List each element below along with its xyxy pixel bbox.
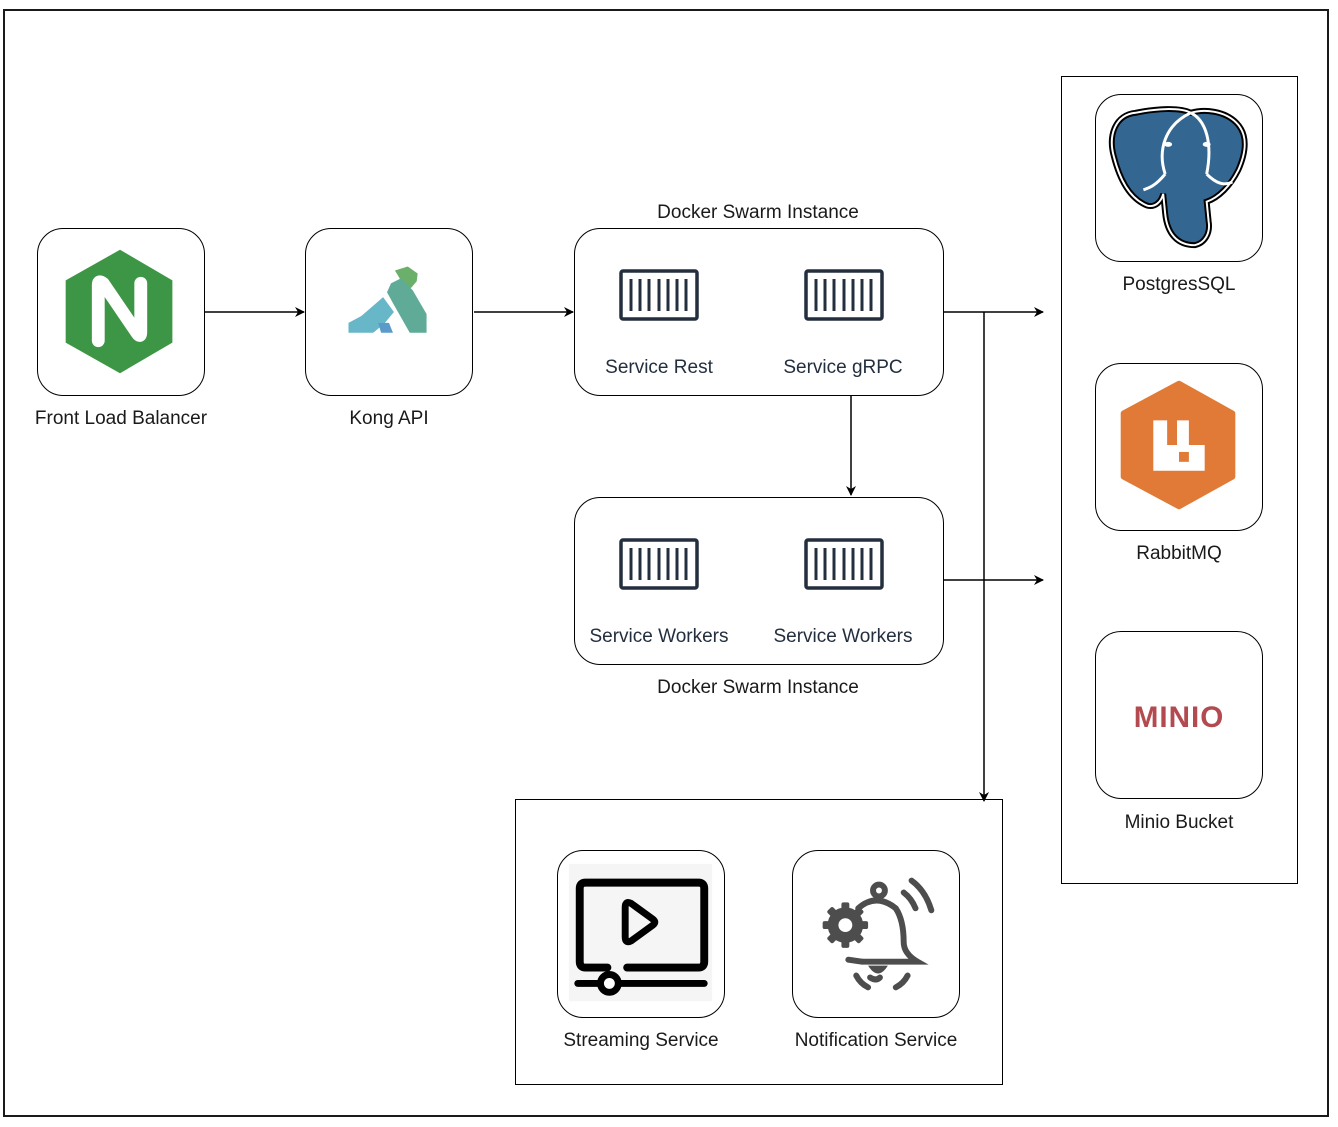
notification-label: Notification Service bbox=[794, 1030, 958, 1051]
minio-logo-text: MINIO bbox=[1134, 701, 1225, 734]
datastores-group bbox=[1061, 76, 1298, 884]
docker-swarm-bottom[interactable]: Service Workers Service Workers bbox=[574, 497, 944, 665]
notification-node[interactable] bbox=[792, 850, 960, 1018]
rabbitmq-label: RabbitMQ bbox=[1136, 543, 1222, 564]
postgres-elephant-logo-icon bbox=[1108, 106, 1248, 249]
container-icon bbox=[619, 269, 699, 321]
rabbitmq-logo-icon bbox=[1120, 380, 1236, 510]
bell-gear-icon bbox=[822, 877, 935, 991]
docker-swarm-top[interactable]: Service Rest Service gRPC bbox=[574, 228, 944, 396]
container-icon bbox=[619, 538, 699, 590]
service-rest-label: Service Rest bbox=[605, 357, 713, 378]
kong-label: Kong API bbox=[349, 408, 429, 429]
service-workers-label: Service Workers bbox=[589, 626, 729, 647]
kong-node[interactable] bbox=[305, 228, 473, 396]
postgres-node[interactable] bbox=[1095, 94, 1263, 262]
service-workers-label: Service Workers bbox=[773, 626, 913, 647]
minio-logo-icon: MINIO bbox=[1134, 701, 1225, 734]
swarm-top-title: Docker Swarm Instance bbox=[657, 202, 859, 223]
minio-label: Minio Bucket bbox=[1124, 812, 1234, 833]
swarm-bottom-title: Docker Swarm Instance bbox=[657, 677, 859, 698]
nginx-label: Front Load Balancer bbox=[34, 408, 208, 429]
kong-gorilla-logo-icon bbox=[348, 266, 427, 333]
streaming-label: Streaming Service bbox=[563, 1030, 719, 1051]
realtime-services-group bbox=[515, 799, 1003, 1085]
container-icon bbox=[804, 538, 884, 590]
service-grpc-label: Service gRPC bbox=[783, 357, 903, 378]
rabbitmq-node[interactable] bbox=[1095, 363, 1263, 531]
postgres-label: PostgresSQL bbox=[1122, 274, 1236, 295]
minio-node[interactable]: MINIO bbox=[1095, 631, 1263, 799]
streaming-node[interactable] bbox=[557, 850, 725, 1018]
container-icon bbox=[804, 269, 884, 321]
nginx-logo-icon bbox=[65, 249, 173, 374]
video-play-icon bbox=[568, 863, 713, 1002]
nginx-node[interactable] bbox=[37, 228, 205, 396]
